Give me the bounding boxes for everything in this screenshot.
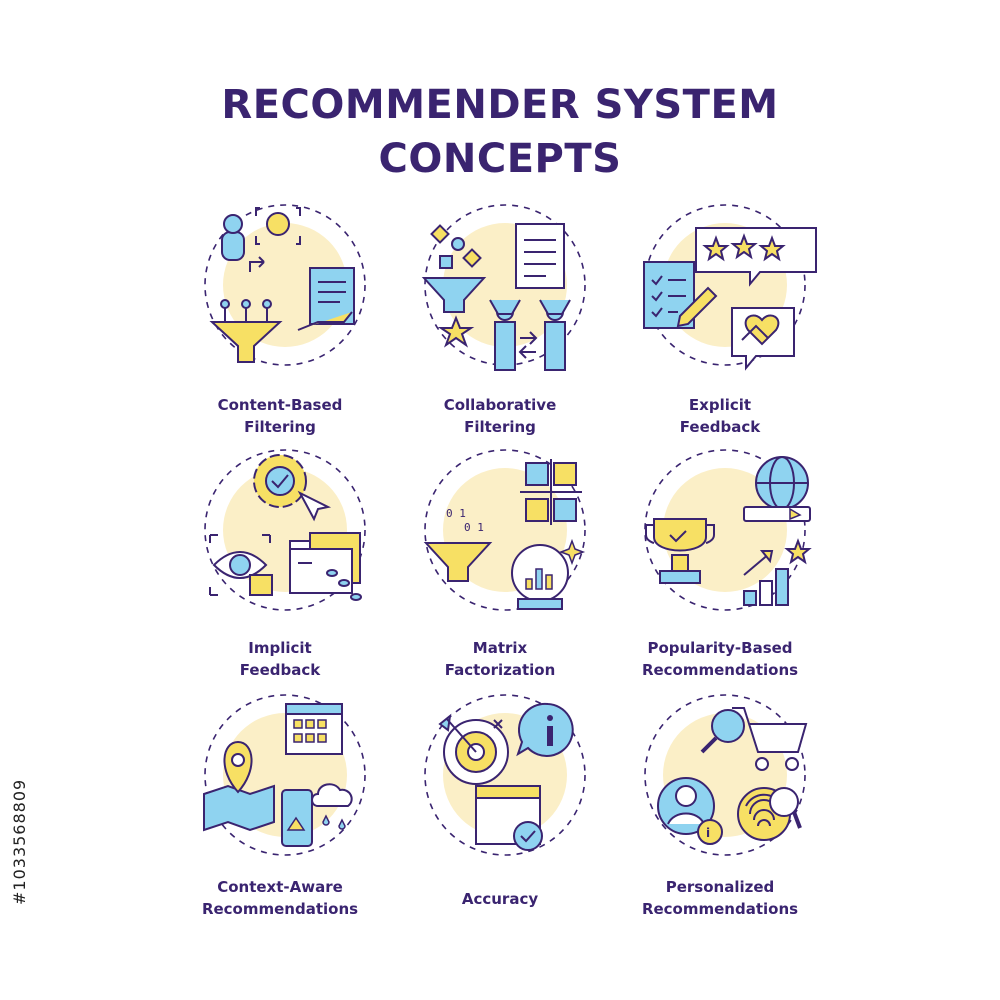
concept-label-line-1: Content-Based (217, 396, 343, 414)
stock-id-text: #1033568809 (10, 778, 29, 905)
concept-label-line-1: Personalized (665, 878, 775, 896)
title-line-2: CONCEPTS (378, 136, 622, 182)
concept-label-line-2: Factorization (444, 661, 556, 679)
matrix-factorization-icon: 0 1 0 1 (423, 449, 586, 611)
content-filter-icon (204, 204, 366, 366)
accuracy-icon (424, 694, 586, 856)
explicit-feedback-icon (643, 204, 817, 371)
svg-text:0 1: 0 1 (464, 521, 484, 534)
concept-personalized-recommendations: i Personalized Recommendations (600, 690, 840, 930)
concept-label: Matrix Factorization (380, 637, 620, 681)
concept-context-aware-recommendations: Context-Aware Recommendations (160, 690, 400, 930)
concept-label: Content-Based Filtering (160, 394, 400, 438)
concept-label-line-2: Recommendations (201, 900, 359, 918)
collaborative-filter-icon (421, 204, 586, 371)
concept-label: Collaborative Filtering (380, 394, 620, 438)
concept-label-line-1: Collaborative (443, 396, 557, 414)
concept-matrix-factorization: 0 1 0 1 Matrix Factorization (380, 445, 620, 685)
concept-label-line-1: Matrix (472, 639, 528, 657)
title-line-1: RECOMMENDER SYSTEM (221, 82, 779, 128)
popularity-icon (644, 449, 812, 611)
svg-text:i: i (706, 826, 710, 840)
concept-label-line-2: Filtering (244, 418, 316, 436)
concept-label-line-1: Implicit (248, 639, 312, 657)
concept-collaborative-filtering: Collaborative Filtering (380, 200, 620, 440)
concept-content-based-filtering: Content-Based Filtering (160, 200, 400, 440)
concept-explicit-feedback: Explicit Feedback (600, 200, 840, 440)
concept-label-line-2: Recommendations (641, 900, 799, 918)
concept-label: Popularity-Based Recommendations (600, 637, 840, 681)
implicit-feedback-icon (204, 449, 366, 611)
concept-implicit-feedback: Implicit Feedback (160, 445, 400, 685)
concept-label: Implicit Feedback (160, 637, 400, 681)
concept-label-line-2: Feedback (239, 661, 321, 679)
page-title: RECOMMENDER SYSTEM CONCEPTS (0, 78, 1000, 186)
context-aware-icon (203, 694, 366, 856)
stock-id-watermark: #1033568809 (10, 755, 34, 905)
concept-label: Context-Aware Recommendations (160, 876, 400, 920)
personalized-icon: i (644, 694, 808, 856)
concept-label-line-1: Accuracy (461, 890, 539, 908)
svg-text:0 1: 0 1 (446, 507, 466, 520)
concept-popularity-based-recommendations: Popularity-Based Recommendations (600, 445, 840, 685)
concept-label-line-1: Context-Aware (217, 878, 343, 896)
concept-label-line-1: Popularity-Based (647, 639, 793, 657)
concept-accuracy: Accuracy (380, 690, 620, 930)
concept-label-line-1: Explicit (688, 396, 752, 414)
concept-label: Accuracy (380, 888, 620, 910)
concept-label-line-2: Feedback (679, 418, 761, 436)
concept-label-line-2: Recommendations (641, 661, 799, 679)
concept-label: Explicit Feedback (600, 394, 840, 438)
concept-label-line-2: Filtering (464, 418, 536, 436)
concept-label: Personalized Recommendations (600, 876, 840, 920)
